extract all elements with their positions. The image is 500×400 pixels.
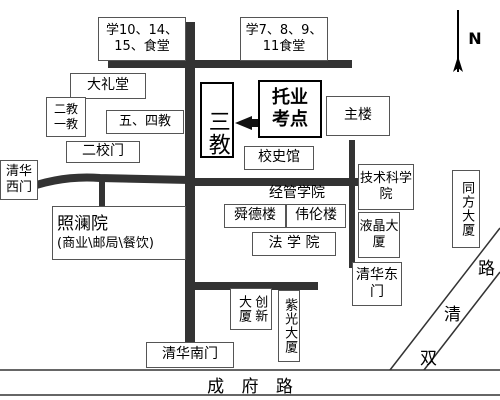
zhaolan-label: 照澜院 (商业\邮局\餐饮): [52, 206, 186, 260]
west-road: [20, 173, 191, 194]
shuangqing-road-label-1: 双: [420, 349, 437, 369]
zhaolan-main-label: 照澜院: [57, 214, 108, 235]
north-label: N: [468, 29, 482, 48]
shuangqing-road-edge-1: [389, 227, 500, 371]
auditorium-label: 大礼堂: [70, 73, 146, 99]
teaching-buildings-1-2: 二教 一教: [46, 97, 86, 137]
zhaolan-sub-label: (商业\邮局\餐饮): [57, 235, 154, 251]
pointer-arrow-icon: [235, 116, 258, 130]
main-building-label: 主楼: [326, 96, 390, 136]
second-gate-label: 二校门: [66, 141, 140, 163]
exam-center-label: 托业考点: [258, 80, 322, 138]
shuangqing-road-edge-2: [423, 271, 500, 371]
chengfu-road-label: 成 府 路: [207, 377, 299, 397]
tongfang-building-label: 同方大厦: [452, 170, 480, 248]
shuangqing-road-label-2: 清: [444, 305, 461, 325]
east-gate-label: 清华东门: [352, 262, 402, 306]
weilun-building-label: 伟伦楼: [286, 204, 346, 228]
tech-science-label: 技术科学院: [358, 164, 414, 210]
chuangxin-building-label: 创新大厦: [230, 288, 272, 330]
west-gate-label: 清华西门: [0, 160, 38, 200]
ziguang-building-label: 紫光大厦: [278, 290, 300, 362]
erjiao-label: 二教: [53, 102, 78, 116]
shunde-building-label: 舜德楼: [224, 204, 286, 228]
building-san-jiao-label: 三教: [200, 82, 234, 158]
law-school-label: 法 学 院: [252, 232, 336, 256]
canteen-10-15-label: 学10、14、15、食堂: [98, 17, 186, 61]
history-museum-label: 校史馆: [244, 146, 314, 170]
north-arrow-icon: [453, 10, 463, 72]
yijiao-label: 一教: [53, 117, 78, 131]
south-gate-label: 清华南门: [146, 342, 234, 368]
wu-si-jiao-label: 五、四教: [106, 110, 184, 134]
sem-label: 经管学院: [269, 185, 325, 202]
canteen-7-11-label: 学7、8、9、11食堂: [240, 17, 328, 61]
shuangqing-road-label-3: 路: [478, 259, 495, 279]
lcd-building-label: 液晶大厦: [358, 212, 400, 258]
